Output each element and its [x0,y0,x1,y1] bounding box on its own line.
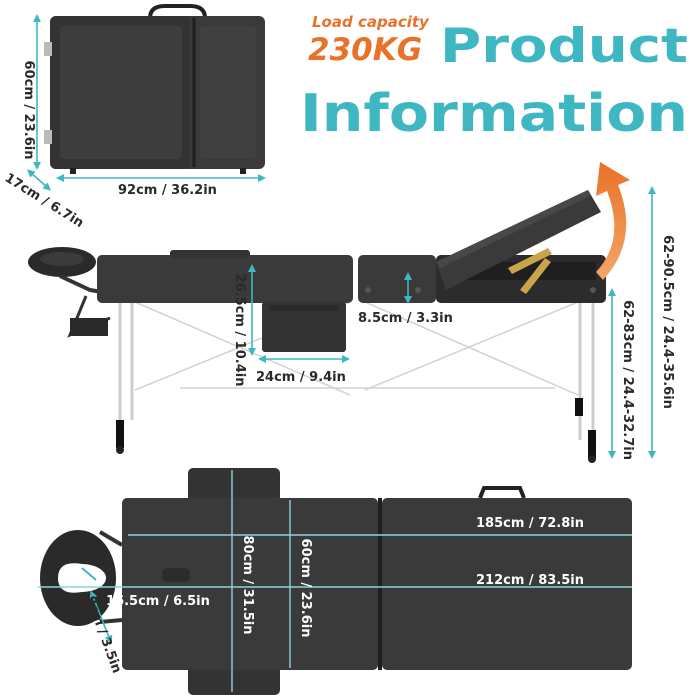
side-section-head [97,255,353,303]
bag-height-text: 26.5cm / 10.4in [232,274,247,387]
side-view-table [28,190,606,463]
top-handle-icon [478,486,526,499]
folded-case [44,4,265,174]
thickness-text: 8.5cm / 3.3in [358,311,453,326]
bag-width-text: 24cm / 9.4in [256,370,346,385]
case-panel-inset-right [200,26,256,159]
body-length-text: 185cm / 72.8in [476,516,584,531]
case-height-text: 60cm / 23.6in [21,61,36,160]
title-product: Product [440,19,688,74]
case-width-text: 92cm / 36.2in [118,183,217,198]
backrest-height-text: 62-90.5cm / 24.4-35.6in [660,235,675,409]
case-foot-right [240,168,246,174]
load-capacity-label: Load capacity [312,13,430,31]
body-width-text: 60cm / 23.6in [298,539,313,638]
case-latch-top-icon [44,42,52,56]
backrest-lift-arrow-icon [596,162,630,280]
face-hole-small-line [89,590,113,644]
side-arm-rest [70,318,108,336]
case-foot-left [70,168,76,174]
total-length-text: 212cm / 83.5in [476,573,584,588]
top-face-hole [162,568,190,582]
side-storage-bag [262,302,346,352]
top-arm-rest-bottom [188,665,280,695]
side-backrest-ratchet [508,248,552,294]
top-section-head [122,498,378,670]
case-depth-line [27,169,51,191]
arm-width-text: 80cm / 31.5in [240,536,255,635]
table-height-text: 62-83cm / 24.4-32.7in [620,300,635,460]
case-handle-icon [148,4,207,19]
case-latch-bottom-icon [44,130,52,144]
title-information: Information [300,84,688,144]
top-arm-rest-top [188,468,280,502]
case-panel-inset-left [60,26,182,159]
top-section-foot [382,498,632,670]
side-backrest [436,190,601,290]
top-view-table [40,468,632,695]
load-capacity-value: 230KG [308,32,422,68]
side-section-middle [358,255,436,303]
case-depth-text: 17cm / 6.7in [2,171,86,231]
face-hole-text: 16.5cm / 6.5in [106,594,210,609]
